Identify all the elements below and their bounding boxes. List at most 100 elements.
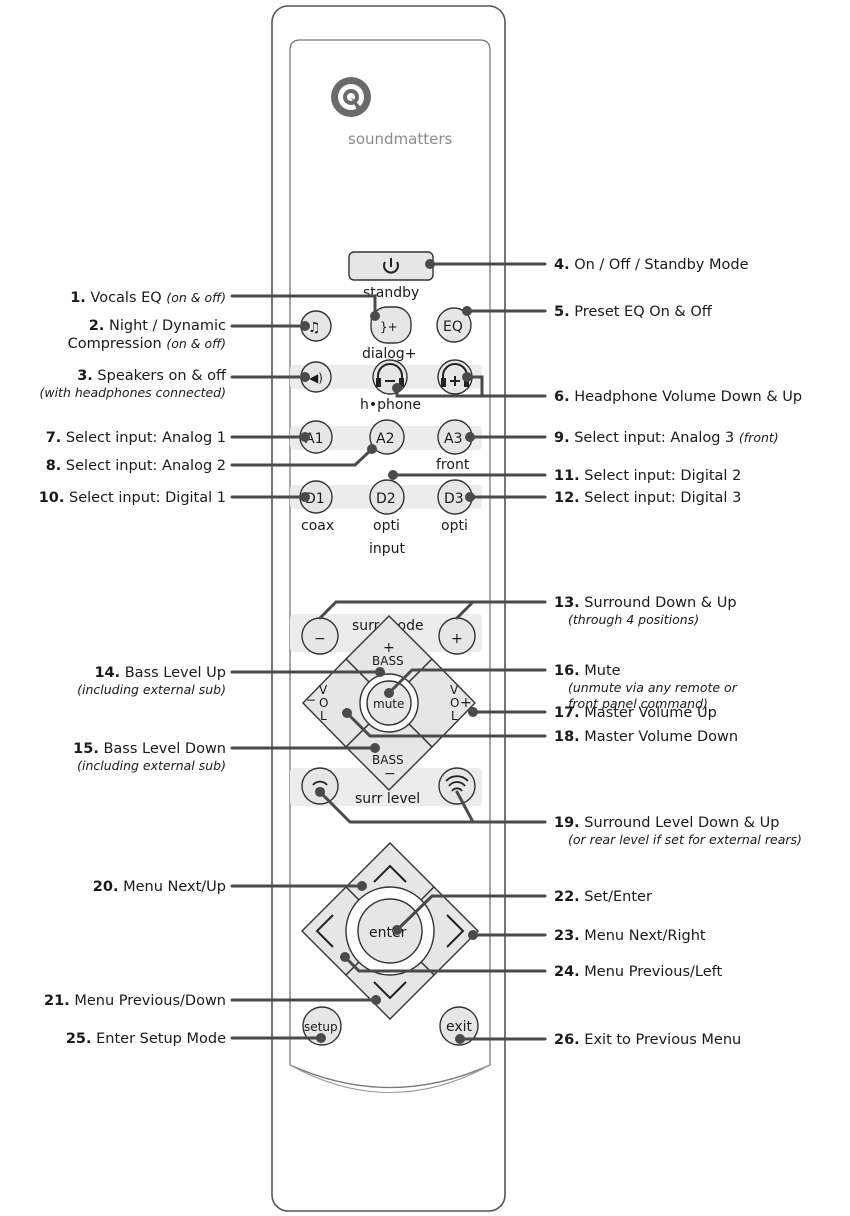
d1-label: D1 [305,491,325,507]
surr-level-caption: surr level [355,791,420,807]
callout-15: 15. Bass Level Down [73,741,226,757]
callout-6: 6. Headphone Volume Down & Up [554,389,802,405]
callout-17: 17. Master Volume Up [554,705,717,721]
callout-25: 25. Enter Setup Mode [66,1031,226,1047]
callout-13-sub: (through 4 positions) [568,612,699,627]
chevron-down-icon [373,981,407,1000]
leader-16-dot [384,688,394,698]
setup-label: setup [304,1020,338,1034]
leader-25-dot [316,1033,326,1043]
vol-up-o: O [450,696,459,710]
bass-vol-pad: + BASS − V O L V O L + BASS − mute [302,615,476,791]
music-note-icon: ♫ [308,320,321,336]
vol-up-v: V [450,683,459,697]
dialog-icon: }+ [380,320,398,334]
opti-caption-2: opti [441,518,468,534]
front-caption: front [436,457,470,473]
a3-label: A3 [444,431,462,447]
leader-1-dot [370,311,380,321]
callout-13: 13. Surround Down & Up [554,595,737,611]
mute-label: mute [373,697,404,711]
callout-3-sub: (with headphones connected) [39,385,226,400]
leader-20-dot [357,881,367,891]
callout-12: 12. Select input: Digital 3 [554,490,741,506]
callout-2: 2. Night / Dynamic [89,318,226,334]
remote-bottom-arc [289,1064,491,1093]
leader-24-dot [340,952,350,962]
callout-4: 4. On / Off / Standby Mode [554,257,749,273]
speaker-icon: ◀) [309,371,323,385]
setup-button[interactable] [302,1006,342,1046]
callout-14: 14. Bass Level Up [94,665,226,681]
opti-caption-1: opti [373,518,400,534]
enter-button[interactable] [357,898,423,964]
callout-16: 16. Mute [554,663,621,679]
coax-caption: coax [301,518,334,534]
vol-down-v: V [319,683,328,697]
leader-18 [345,711,547,738]
leader-6b-dot [462,372,472,382]
leader-18-dot [342,708,352,718]
callout-15-sub: (including external sub) [77,758,226,773]
leader-8 [230,447,374,467]
hphone-caption: h•phone [360,397,421,413]
a2-button[interactable] [369,419,405,455]
brand-logo-icon [331,77,371,117]
leader-6a-dot [392,383,402,393]
callout-16-sub2: front panel command) [568,696,708,711]
chevron-right-icon [446,914,465,948]
surr-level-up-button[interactable] [438,767,476,805]
leader-22 [395,894,547,932]
left-callouts: 1. Vocals EQ (on & off) 2. Night / Dynam… [39,290,227,1047]
dialog-caption: dialog+ [362,346,416,362]
exit-button[interactable] [439,1006,479,1046]
leader-13b [455,600,475,620]
leader-19a [318,790,547,824]
power-icon [383,258,399,274]
surr-level-down-button[interactable] [301,767,339,805]
mute-button[interactable] [366,680,412,726]
callout-7: 7. Select input: Analog 1 [46,430,226,446]
callout-26: 26. Exit to Previous Menu [554,1032,741,1048]
leader-2-dot [300,321,310,331]
callout-23: 23. Menu Next/Right [554,928,706,944]
leader-22-dot [392,925,402,935]
callout-14-sub: (including external sub) [77,682,226,697]
callout-1: 1. Vocals EQ (on & off) [70,290,226,306]
callout-11: 11. Select input: Digital 2 [554,468,741,484]
surr-mode-plus: + [451,631,463,647]
leader-21-dot [371,995,381,1005]
leader-23-dot [468,930,478,940]
eq-button[interactable] [436,307,472,343]
d2-label: D2 [376,491,396,507]
leader-19b [455,790,475,824]
dialog-plus-button[interactable] [370,306,412,344]
leader-12-dot [465,492,475,502]
callout-20: 20. Menu Next/Up [93,879,226,895]
d3-label: D3 [444,491,464,507]
callout-9: 9. Select input: Analog 3 (front) [554,430,779,446]
callout-16-sub: (unmute via any remote or [568,680,738,695]
leader-19a-dot [315,787,325,797]
nav-pad: enter [301,842,479,1020]
chevron-up-icon [373,864,407,883]
vol-down-l: L [320,709,327,723]
vol-up-plus: + [460,695,472,711]
callout-24: 24. Menu Previous/Left [554,964,722,980]
input-caption: input [369,541,406,557]
callout-22: 22. Set/Enter [554,889,652,905]
callout-8: 8. Select input: Analog 2 [46,458,226,474]
callout-3: 3. Speakers on & off [77,368,227,384]
standby-caption: standby [363,285,419,301]
d2-button[interactable] [369,479,405,515]
leader-lines [230,259,547,1044]
callout-19-sub: (or rear level if set for external rears… [568,832,802,847]
headphone-minus-icon [376,363,404,387]
eq-label: EQ [443,319,463,335]
callout-5: 5. Preset EQ On & Off [554,304,713,320]
leader-16 [387,668,547,695]
surr-mode-minus: − [314,631,326,647]
brand-name: soundmatters [348,130,452,148]
leader-17-dot [468,707,478,717]
